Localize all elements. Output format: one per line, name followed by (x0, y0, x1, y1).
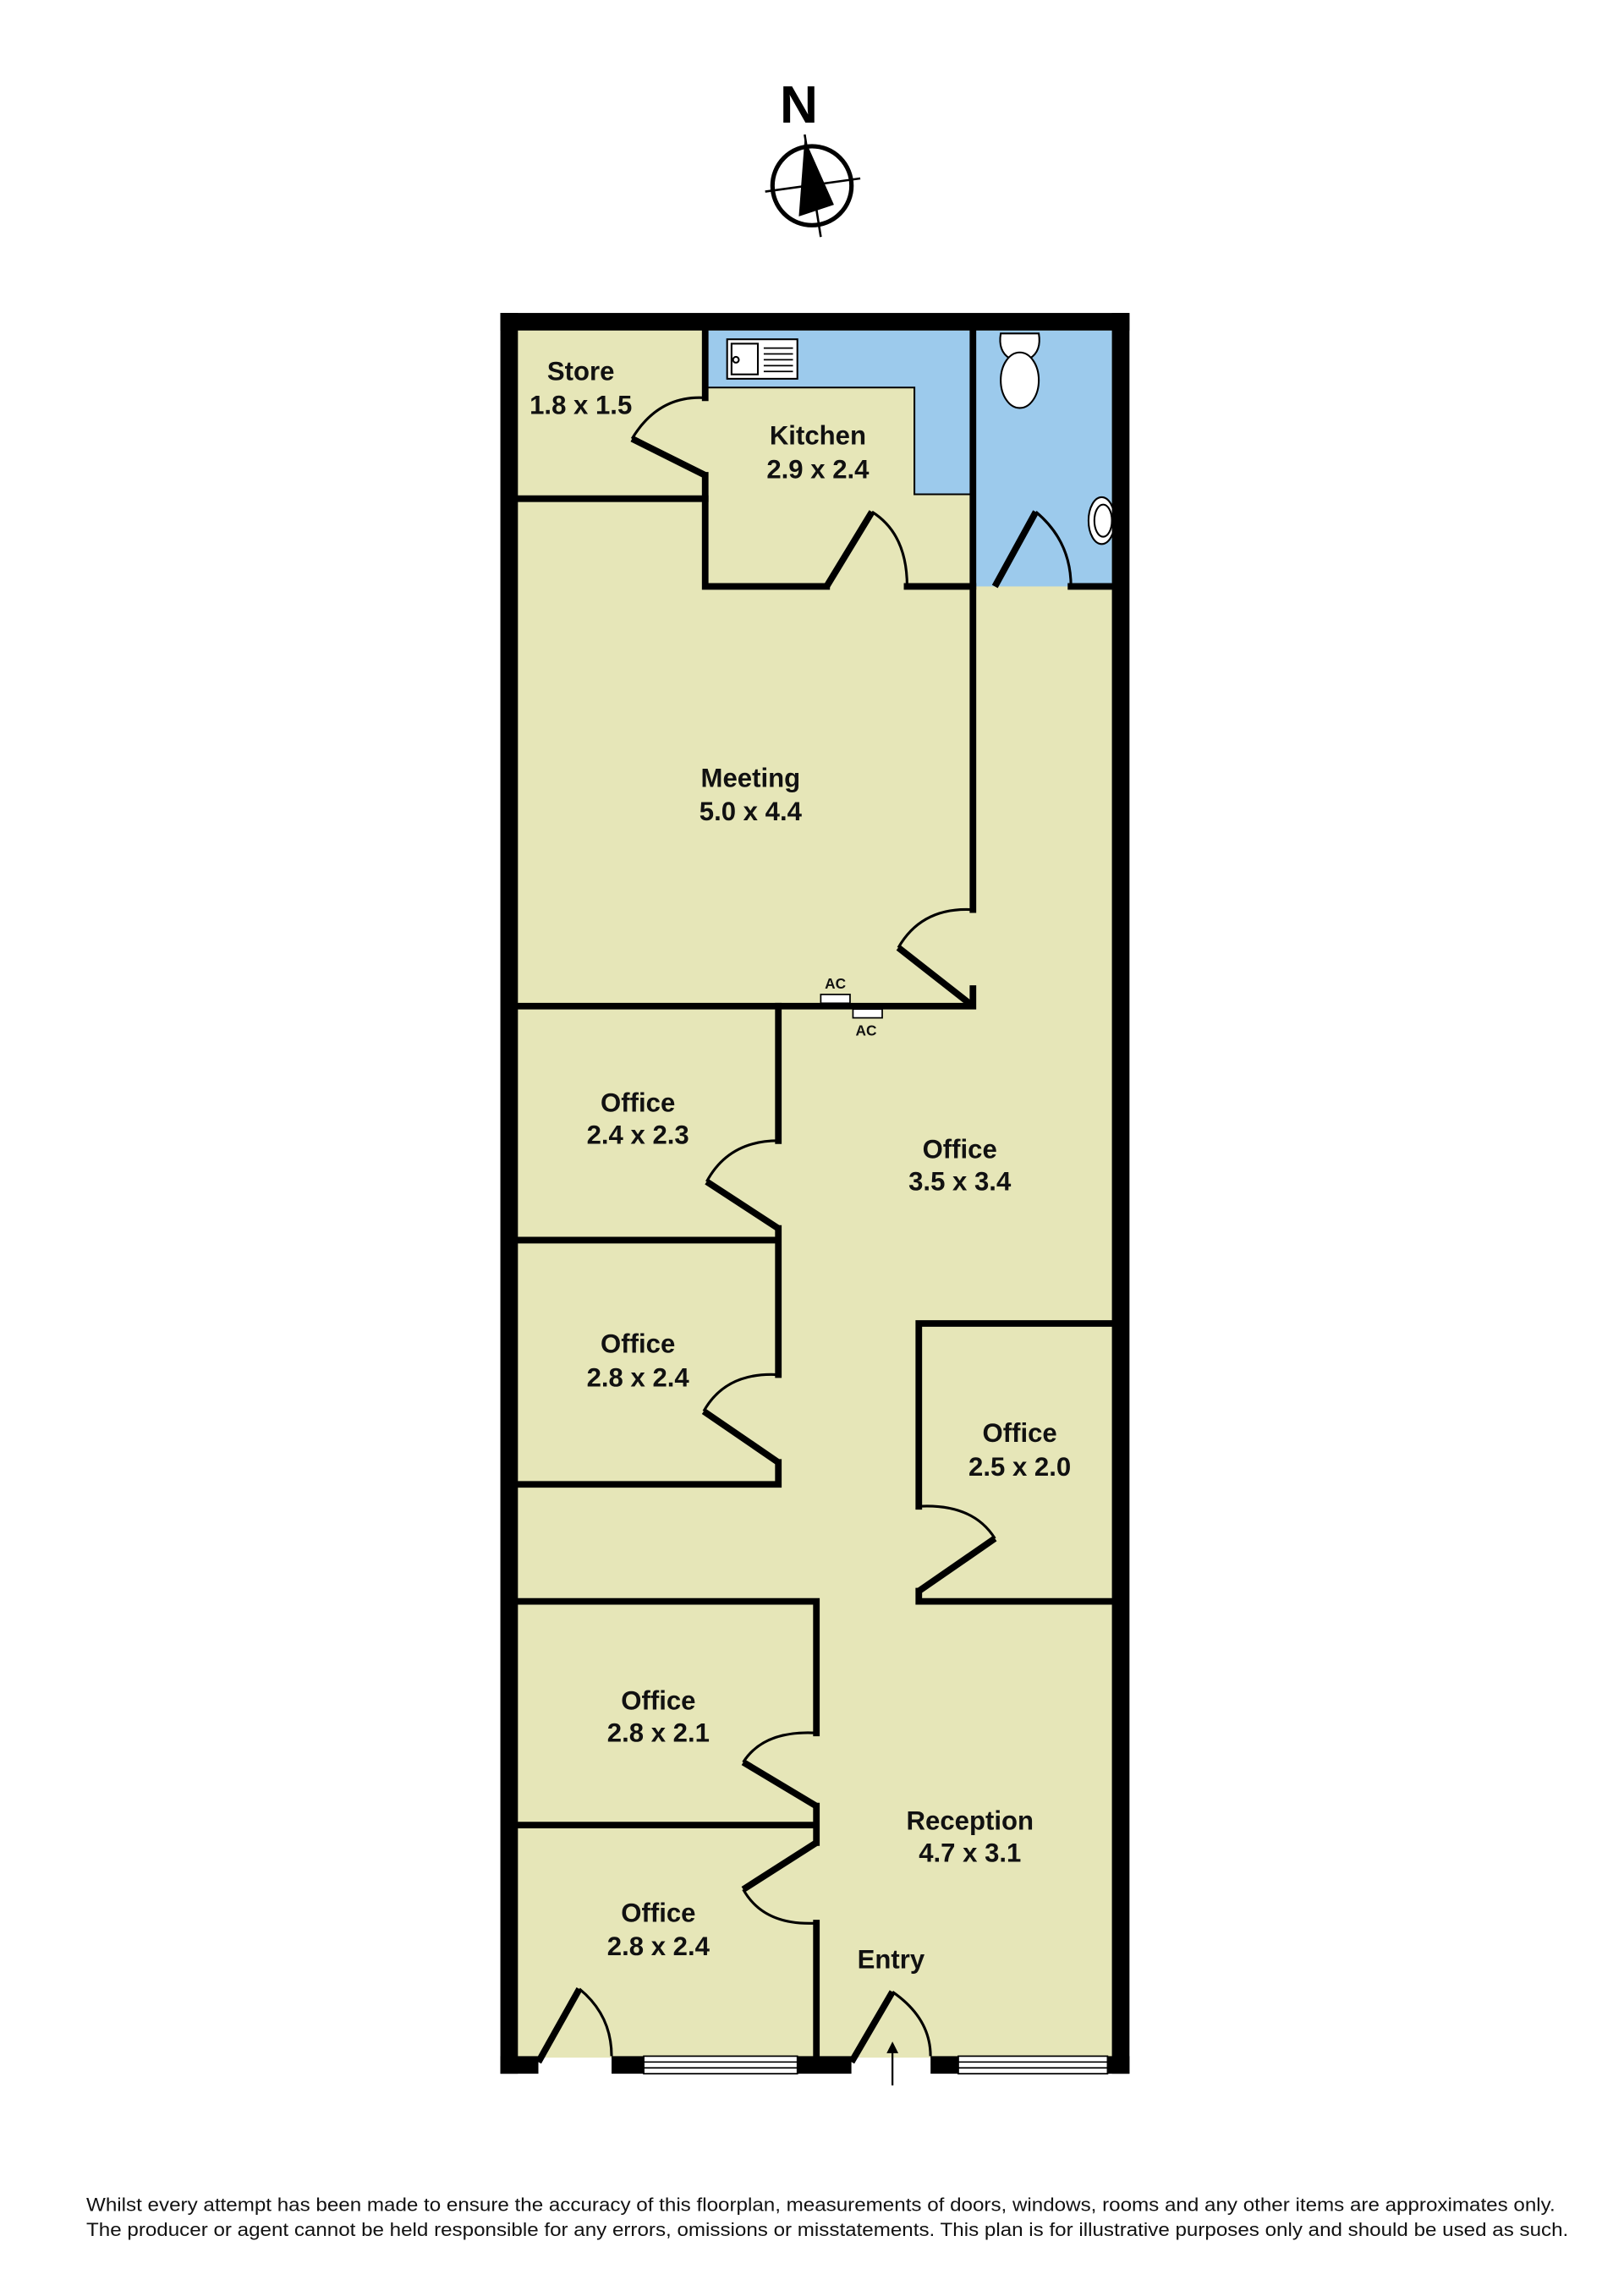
door (741, 1839, 819, 1925)
room-size-store: 1.8 x 1.5 (529, 390, 632, 419)
sink-icon (726, 338, 798, 380)
room-name-office: Office (601, 1088, 675, 1117)
room-name-office: Office (923, 1135, 997, 1164)
door (917, 1504, 997, 1594)
entry-arrow-icon (886, 2041, 899, 2085)
outer-walls (500, 313, 1130, 2074)
room-name-office: Office (601, 1329, 675, 1359)
room-size-meeting: 5.0 x 4.4 (700, 797, 803, 826)
room-size-kitchen: 2.9 x 2.4 (766, 454, 870, 484)
room-size-office: 2.8 x 2.4 (607, 1932, 710, 1961)
floor-area (508, 321, 1121, 2065)
room-size-office: 2.8 x 2.4 (587, 1362, 690, 1392)
toilet-icon (999, 332, 1040, 409)
room-name-office: Office (621, 1898, 695, 1927)
compass-label: N (780, 76, 818, 134)
entry-door (848, 1990, 932, 2064)
room-size-office: 2.4 x 2.3 (587, 1120, 689, 1149)
ac-label: AC (825, 975, 846, 992)
disclaimer-line: Whilst every attempt has been made to en… (86, 2195, 1555, 2216)
ac-unit: AC (820, 975, 851, 1005)
room-name-kitchen: Kitchen (770, 421, 866, 451)
room-size-office: 3.5 x 3.4 (908, 1167, 1012, 1197)
room-size-office: 2.8 x 2.1 (607, 1718, 710, 1748)
door (701, 1373, 781, 1466)
door (896, 907, 975, 1009)
room-name-office: Office (983, 1418, 1057, 1448)
door (991, 510, 1073, 589)
north-compass-icon: N (765, 76, 861, 238)
door (741, 1731, 819, 1810)
ac-unit: AC (852, 1008, 883, 1038)
room-name-meeting: Meeting (701, 763, 801, 792)
basin-icon (1087, 496, 1116, 545)
room-size-reception: 4.7 x 3.1 (919, 1838, 1021, 1867)
window (643, 2055, 798, 2075)
disclaimer-line: The producer or agent cannot be held res… (86, 2219, 1568, 2240)
entry-label: Entry (858, 1945, 925, 1975)
room-size-office: 2.5 x 2.0 (968, 1452, 1071, 1482)
door (705, 1139, 781, 1231)
bathroom (973, 330, 1112, 587)
room-name-store: Store (547, 357, 615, 386)
room-name-office: Office (621, 1686, 695, 1716)
door (630, 396, 707, 479)
window (957, 2055, 1109, 2075)
ac-label: AC (856, 1022, 877, 1038)
room-name-reception: Reception (907, 1806, 1034, 1835)
door (535, 1986, 613, 2064)
door (823, 510, 908, 589)
